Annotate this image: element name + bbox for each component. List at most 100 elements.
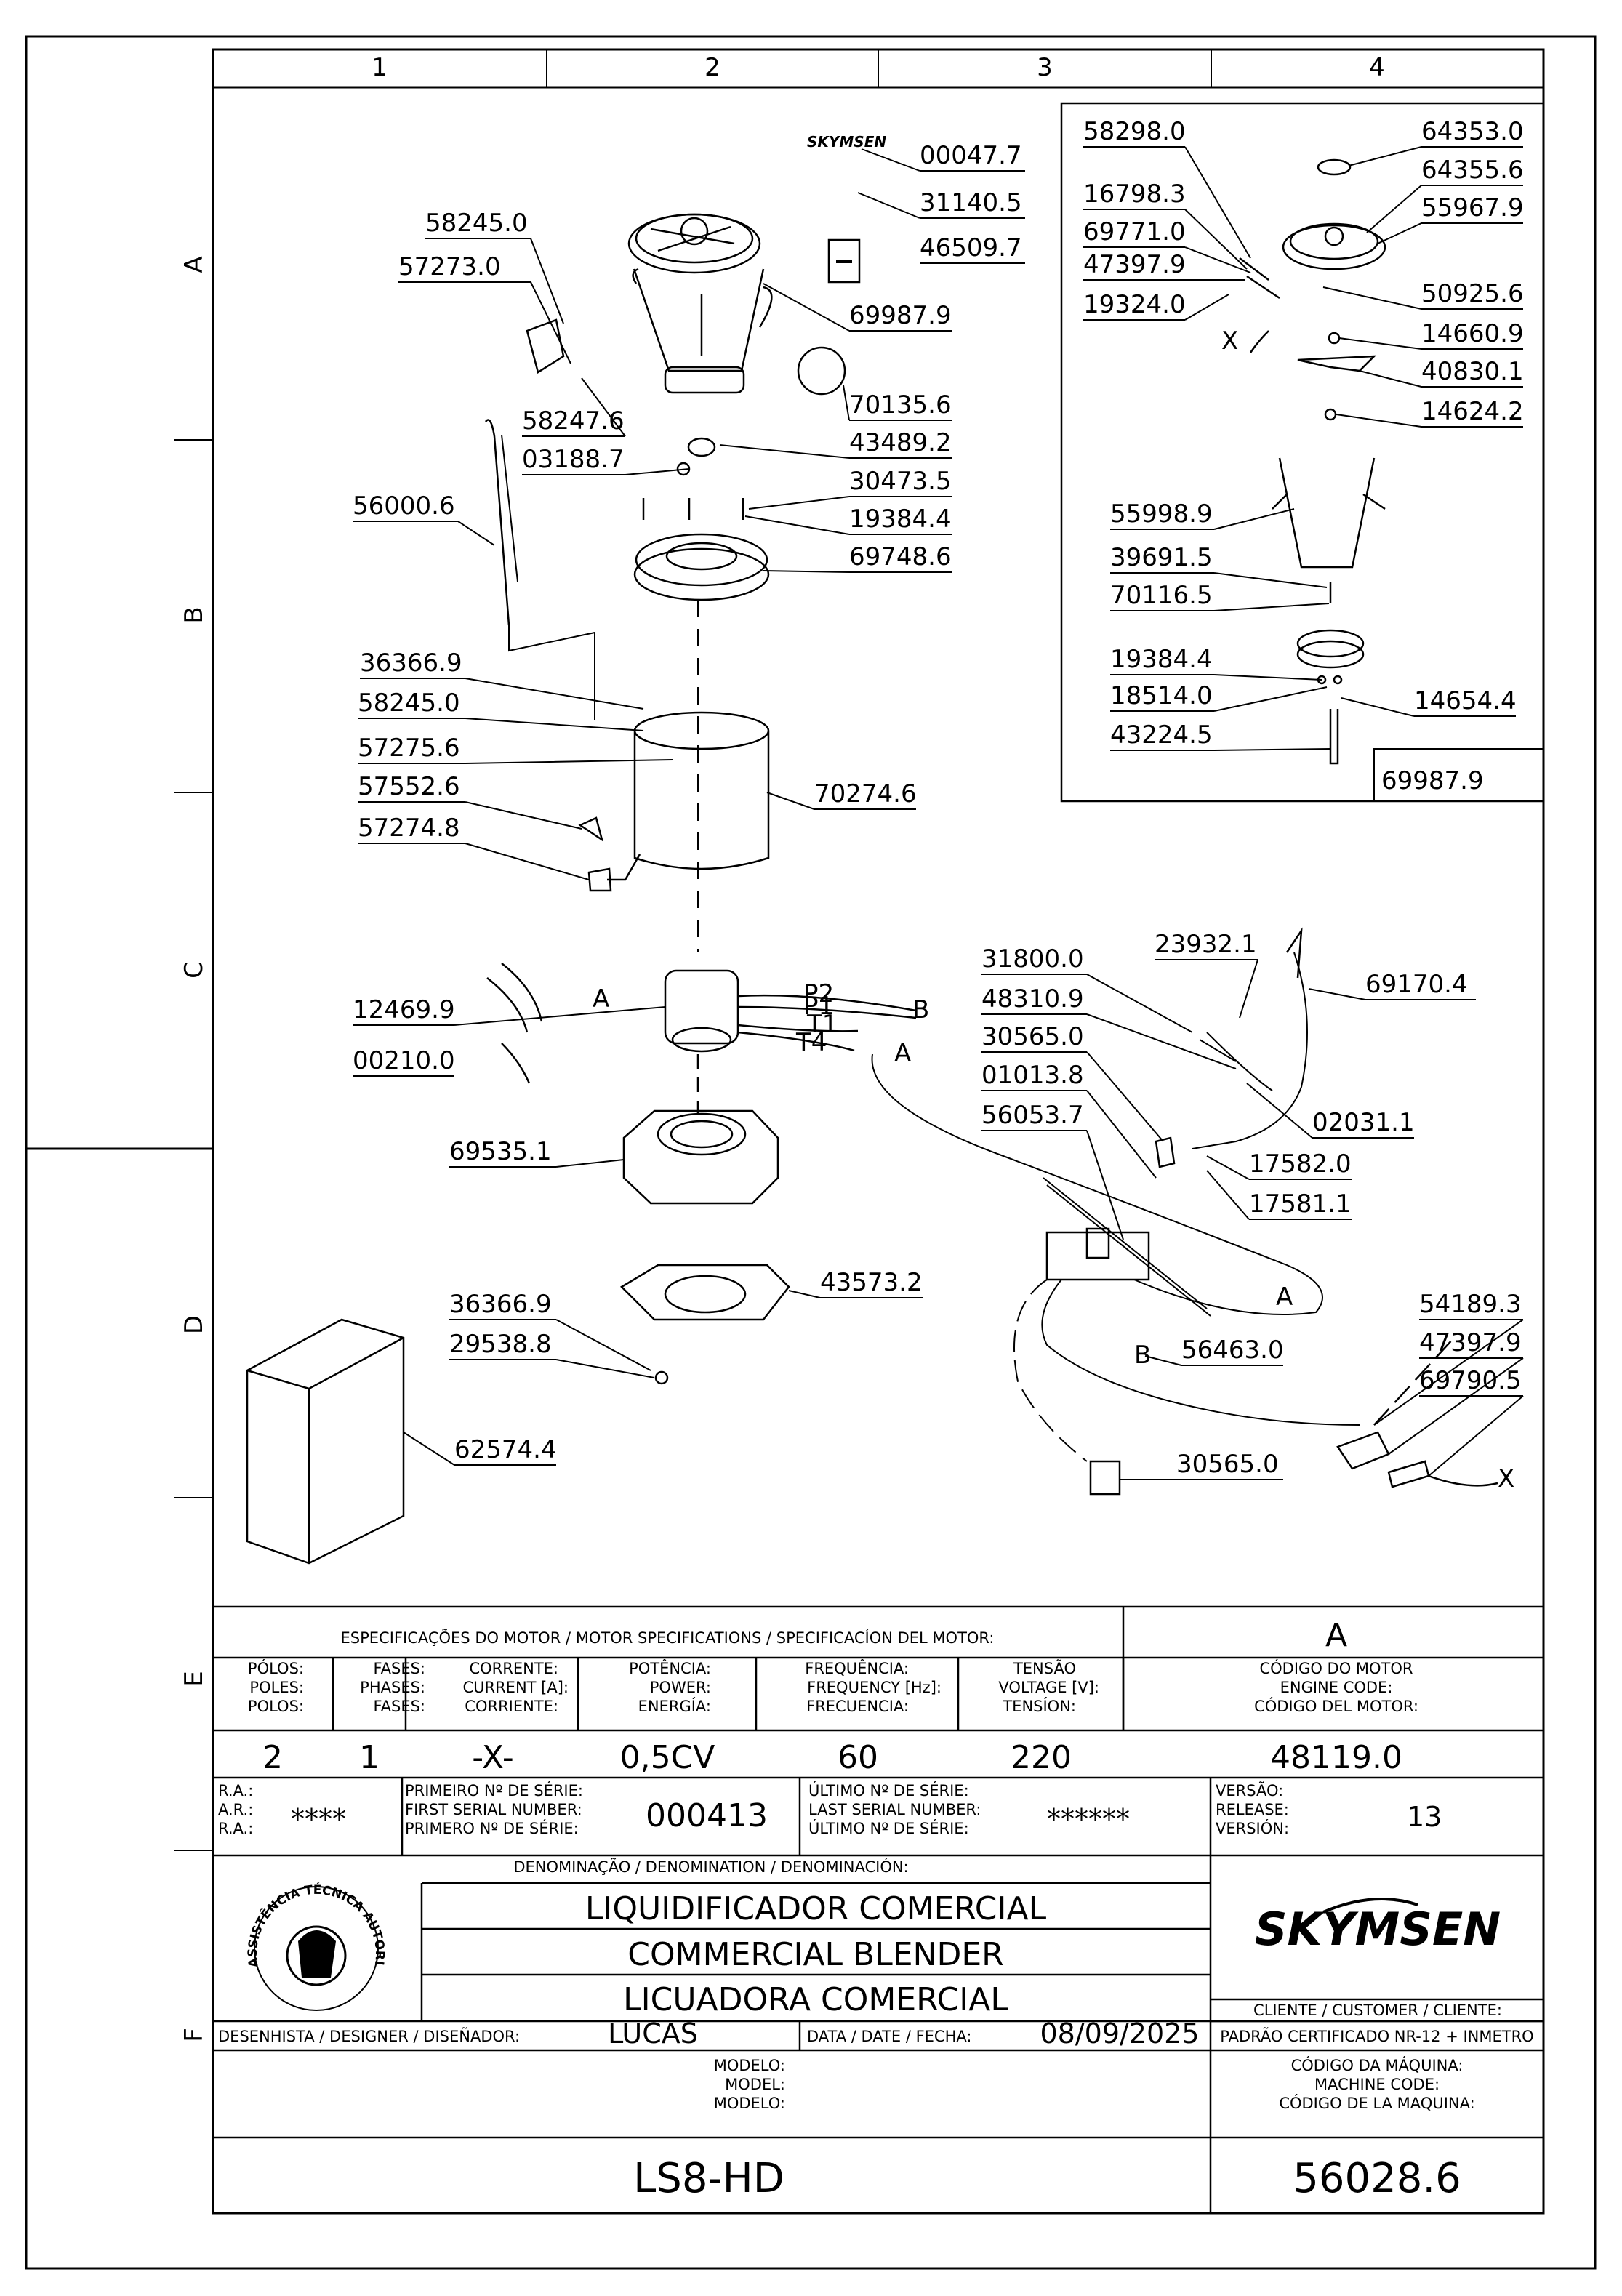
part-label: 00047.7 (920, 141, 1022, 170)
wire-t4: T4 (795, 1028, 827, 1057)
detail-part-label: 19324.0 (1083, 290, 1186, 319)
detail-part-label: 69771.0 (1083, 217, 1186, 246)
grid-col-2: 2 (704, 53, 720, 82)
part-label: 43489.2 (849, 428, 952, 457)
detail-part-label: 64353.0 (1421, 117, 1524, 146)
grid-row-c: C (180, 961, 209, 979)
detail-code: 69987.9 (1381, 766, 1484, 795)
part-label: 46509.7 (920, 233, 1022, 262)
part-label: 31800.0 (981, 944, 1084, 974)
terminal-board (1045, 1231, 1150, 1281)
detail-part-label: 58298.0 (1083, 117, 1186, 146)
part-label: 57552.6 (358, 772, 460, 801)
connector-30565 (1089, 1460, 1121, 1496)
part-label: 30565.0 (981, 1022, 1084, 1051)
label-sticker (827, 238, 861, 284)
voltage-label-en: VOLTAGE [V]: (998, 1679, 1099, 1696)
phases-value: 1 (359, 1739, 380, 1776)
detail-part-label: 50925.6 (1421, 279, 1524, 308)
skymsen-small-logo: SKYMSEN (807, 133, 886, 150)
voltage-label-pt: TENSÃO (1013, 1658, 1076, 1677)
base (622, 1109, 779, 1205)
phases-label-pt: FASES: (373, 1660, 425, 1677)
part-label: 70135.6 (849, 390, 952, 420)
part-label: 29538.8 (449, 1330, 552, 1359)
part-label: 57273.0 (398, 252, 501, 281)
detail-part-label: 43224.5 (1110, 720, 1213, 750)
wire-ref-a-2: A (1276, 1283, 1293, 1312)
wire-ref-b: B (912, 995, 929, 1024)
detail-part-label: 18514.0 (1110, 681, 1213, 710)
detail-part-label: 55967.9 (1421, 193, 1524, 222)
wire-p1: P1 (803, 992, 834, 1021)
part-label: 23932.1 (1155, 930, 1257, 959)
machine-code-label-pt: CÓDIGO DA MÁQUINA: (1291, 2056, 1464, 2074)
certification-standard: PADRÃO CERTIFICADO NR-12 + INMETRO (1220, 2026, 1533, 2045)
current-value: -X- (472, 1739, 514, 1776)
wire-ref-a: A (894, 1039, 911, 1068)
motor-ref-a: A (593, 984, 609, 1013)
detail-drawing (1239, 158, 1386, 765)
grid-row-f: F (180, 2028, 209, 2042)
first-serial-label-es: PRIMERO Nº DE SÉRIE: (405, 1819, 579, 1837)
detail-code-box (1373, 748, 1544, 802)
detail-jar (1278, 457, 1376, 569)
ra-value: **** (291, 1803, 346, 1835)
detail-part-label: 14660.9 (1421, 319, 1524, 348)
designer-name: LUCAS (608, 2018, 698, 2050)
wire-p2: P2 (803, 979, 834, 1008)
sealing-disc (797, 346, 846, 396)
motor-specs-header: ESPECIFICAÇÕES DO MOTOR / MOTOR SPECIFIC… (341, 1628, 995, 1647)
engine-code-value: 48119.0 (1270, 1739, 1402, 1776)
first-serial-label-pt: PRIMEIRO Nº DE SÉRIE: (405, 1781, 583, 1799)
spec-labels: PÓLOS: POLES: POLOS: FASES: PHASES: FASE… (248, 1658, 1099, 1715)
part-label: 69170.4 (1365, 970, 1468, 999)
exploded-view: SKYMSEN (246, 133, 1498, 1565)
part-label: 70274.6 (814, 779, 917, 808)
part-label: 36366.9 (449, 1290, 552, 1319)
engine-code-label-pt: CÓDIGO DO MOTOR (1259, 1659, 1413, 1677)
skymsen-logo: SKYMSEN (1255, 1903, 1501, 1956)
detail-box (1060, 102, 1545, 803)
brush-2 (501, 1043, 531, 1084)
motor (664, 969, 739, 1045)
motor-variant: A (1325, 1617, 1347, 1654)
part-label: 58247.6 (522, 406, 625, 435)
part-label: 03188.7 (522, 445, 625, 474)
denomination-pt: LIQUIDIFICADOR COMERCIAL (585, 1890, 1047, 1927)
grid-row-e: E (180, 1671, 209, 1686)
part-label: 36366.9 (360, 649, 462, 678)
detail-ref-x: X (1221, 326, 1238, 356)
part-label: 17581.1 (1249, 1189, 1352, 1219)
power-label-es: ENERGÍA: (638, 1697, 711, 1715)
phases-label-en: PHASES: (360, 1679, 425, 1696)
customer-label: CLIENTE / CUSTOMER / CLIENTE: (1253, 2002, 1502, 2019)
model-labels: MODELO: MODEL: MODELO: (714, 2057, 785, 2112)
grid-col-1: 1 (372, 53, 388, 82)
part-label: 69748.6 (849, 542, 952, 571)
grid-row-d: D (180, 1315, 209, 1334)
serial-labels: R.A.: A.R.: R.A.: PRIMEIRO Nº DE SÉRIE: … (218, 1781, 1289, 1837)
part-label: 56463.0 (1181, 1336, 1284, 1365)
part-label: 69535.1 (449, 1137, 552, 1166)
current-label-en: CURRENT [A]: (462, 1679, 569, 1696)
wire-ref-x: X (1498, 1464, 1514, 1493)
part-label: 01013.8 (981, 1061, 1084, 1090)
poles-label-pt: PÓLOS: (248, 1659, 304, 1677)
detail-part-label: 14654.4 (1414, 686, 1517, 715)
part-labels: 00047.7 31140.5 46509.7 69987.9 58245.0 … (353, 141, 1522, 1479)
power-value: 0,5CV (620, 1739, 715, 1776)
part-label: 57274.8 (358, 814, 460, 843)
brush-1 (501, 963, 543, 1022)
frequency-label-en: FREQUENCY [Hz]: (807, 1679, 942, 1696)
packaging-box (246, 1318, 405, 1565)
last-serial-value: ****** (1047, 1803, 1130, 1835)
last-serial-label-es: ÚLTIMO Nº DE SÉRIE: (808, 1819, 969, 1837)
part-label: 54189.3 (1419, 1290, 1522, 1319)
rod (484, 419, 510, 626)
detail-part-label: 47397.9 (1083, 250, 1186, 279)
part-label: 58245.0 (425, 209, 528, 238)
upper-cover (635, 533, 768, 587)
denomination-en: COMMERCIAL BLENDER (627, 1936, 1003, 1973)
